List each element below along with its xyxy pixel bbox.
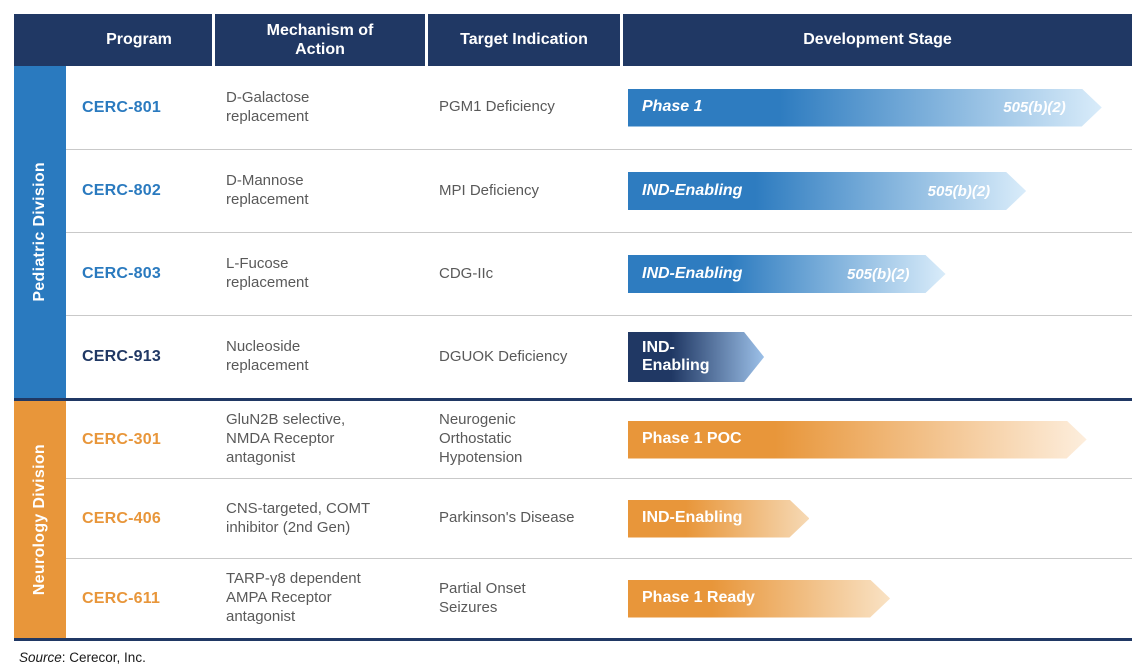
mechanism-cell: CNS-targeted, COMT inhibitor (2nd Gen) <box>212 478 425 558</box>
stage-505b2-tag: 505(b)(2) <box>847 265 910 283</box>
stage-label: IND-Enabling <box>642 264 743 282</box>
program-code: CERC-913 <box>82 348 161 365</box>
stage-arrow: Phase 1 Ready <box>628 580 890 618</box>
indication-cell: Parkinson's Disease <box>425 478 620 558</box>
indication-cell: MPI Deficiency <box>425 149 620 232</box>
program-code: CERC-611 <box>82 589 161 607</box>
program-cell: CERC-406 <box>66 478 212 558</box>
indication-cell: Neurogenic Orthostatic Hypotension <box>425 398 620 478</box>
stage-arrow: IND- Enabling <box>628 332 764 382</box>
program-cell: CERC-802 <box>66 149 212 232</box>
stage-label: Phase 1 Ready <box>642 589 755 607</box>
column-header-indication: Target Indication <box>425 14 620 66</box>
column-header-program: Program <box>14 14 212 66</box>
stage-cell: Phase 1 POC <box>620 398 1132 478</box>
stage-cell: IND-Enabling 505(b)(2) <box>620 232 1132 315</box>
stage-505b2-tag: 505(b)(2) <box>927 182 991 200</box>
mechanism-cell: D-Mannose replacement <box>212 149 425 232</box>
division-label: Neurology Division <box>31 443 48 596</box>
source-label: Source <box>19 650 62 665</box>
program-cell: CERC-913 <box>66 315 212 398</box>
stage-label: Phase 1 POC <box>642 430 742 448</box>
program-code: CERC-802 <box>82 182 161 199</box>
program-cell: CERC-301 <box>66 398 212 478</box>
indication-cell: CDG-IIc <box>425 232 620 315</box>
stage-arrow: IND-Enabling 505(b)(2) <box>628 255 946 293</box>
division-sidebar-pediatric: Pediatric Division <box>14 66 66 398</box>
stage-cell: IND-Enabling <box>620 478 1132 558</box>
division-sidebar-neurology: Neurology Division <box>14 398 66 638</box>
program-cell: CERC-611 <box>66 558 212 638</box>
stage-arrow: IND-Enabling <box>628 500 809 538</box>
source-text: : Cerecor, Inc. <box>61 650 146 665</box>
program-cell: CERC-801 <box>66 66 212 149</box>
program-code: CERC-803 <box>82 265 161 282</box>
stage-cell: Phase 1 505(b)(2) <box>620 66 1132 149</box>
mechanism-cell: L-Fucose replacement <box>212 232 425 315</box>
division-label: Pediatric Division <box>31 162 48 302</box>
indication-cell: DGUOK Deficiency <box>425 315 620 398</box>
pipeline-table: Program Mechanism of Action Target Indic… <box>14 14 1132 641</box>
stage-cell: IND- Enabling <box>620 315 1132 398</box>
column-header-stage: Development Stage <box>620 14 1132 66</box>
mechanism-cell: GluN2B selective, NMDA Receptor antagoni… <box>212 398 425 478</box>
stage-cell: IND-Enabling 505(b)(2) <box>620 149 1132 232</box>
stage-505b2-tag: 505(b)(2) <box>1003 99 1066 116</box>
stage-label: IND-Enabling <box>642 509 743 527</box>
stage-label: IND-Enabling <box>642 181 743 199</box>
mechanism-cell: TARP-γ8 dependent AMPA Receptor antagoni… <box>212 558 425 638</box>
mechanism-cell: Nucleoside replacement <box>212 315 425 398</box>
stage-label: Phase 1 <box>642 98 703 116</box>
stage-arrow: Phase 1 POC <box>628 421 1087 459</box>
column-header-mechanism: Mechanism of Action <box>212 14 425 66</box>
stage-cell: Phase 1 Ready <box>620 558 1132 638</box>
stage-arrow: Phase 1 505(b)(2) <box>628 89 1102 127</box>
stage-arrow: IND-Enabling 505(b)(2) <box>628 172 1026 210</box>
program-code: CERC-801 <box>82 98 161 116</box>
stage-label: IND- Enabling <box>642 338 710 374</box>
program-cell: CERC-803 <box>66 232 212 315</box>
program-code: CERC-406 <box>82 509 161 527</box>
program-code: CERC-301 <box>82 430 161 448</box>
indication-cell: Partial Onset Seizures <box>425 558 620 638</box>
mechanism-cell: D-Galactose replacement <box>212 66 425 149</box>
indication-cell: PGM1 Deficiency <box>425 66 620 149</box>
source-note: Source: Cerecor, Inc. <box>14 641 1132 665</box>
